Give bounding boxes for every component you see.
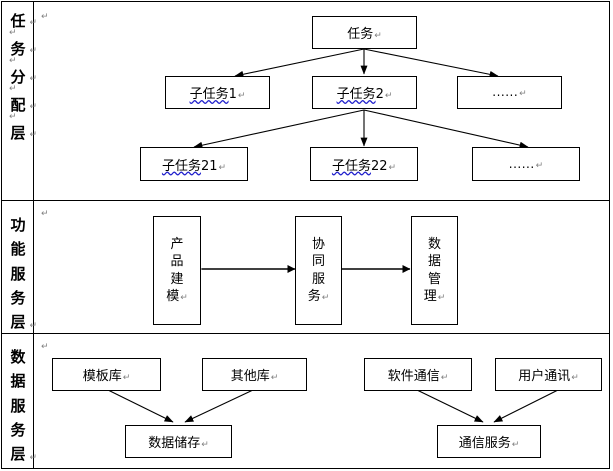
layer-char: 任↵ — [10, 12, 37, 30]
layer-label-task-allocation: 任↵ ↵ 务↵ ↵ 分↵ ↵ 配↵ ↵ 层↵ — [3, 12, 37, 142]
layer-label-data-service: 数 据 服 务 层↵ — [3, 345, 37, 466]
pilcrow-mark: ↵ — [29, 320, 37, 331]
cell-pilcrow-layer2: ↵ — [41, 209, 49, 219]
node-user-communication[interactable]: 用户通讯↵ — [495, 358, 602, 391]
layer-label-spacer: ↵ — [3, 29, 33, 42]
layer-label-spacer: ↵ — [3, 113, 33, 126]
layer-char: 层↵ — [3, 310, 37, 334]
pilcrow-mark: ↵ — [270, 373, 279, 383]
pilcrow-mark: ↵ — [9, 112, 17, 122]
node-task-root[interactable]: 任务↵ — [312, 16, 417, 49]
node-label: 子任务21↵ — [161, 158, 227, 174]
layer-label-spacer: ↵ — [3, 57, 33, 70]
pilcrow-mark: ↵ — [437, 292, 446, 303]
node-label-char: 建 — [170, 271, 184, 287]
node-subtask-21-more[interactable]: ......↵ — [472, 147, 580, 181]
pilcrow-mark: ↵ — [374, 31, 382, 41]
pilcrow-mark: ↵ — [384, 91, 393, 101]
node-label-char: 服 — [311, 271, 325, 287]
layer-char: 层↵ — [10, 124, 37, 142]
node-label-char: 协 — [311, 237, 325, 253]
node-label-char: 管 — [427, 271, 441, 287]
pilcrow-mark: ↵ — [237, 91, 246, 101]
layer-char: 配↵ — [10, 96, 37, 114]
layer-label-spacer: ↵ — [3, 85, 33, 98]
pilcrow-mark: ↵ — [388, 162, 397, 173]
pilcrow-mark: ↵ — [218, 162, 227, 173]
pilcrow-mark: ↵ — [201, 440, 209, 450]
node-communication-service[interactable]: 通信服务↵ — [437, 425, 541, 458]
node-subtask-1[interactable]: 子任务1↵ — [165, 76, 270, 109]
node-other-library[interactable]: 其他库↵ — [202, 358, 307, 391]
layer-label-function-service: 功 能 服 务 层↵ — [3, 213, 37, 334]
layer-char: 数 — [10, 348, 26, 366]
node-product-modeling[interactable]: 产 品 建 模↵ — [153, 216, 201, 325]
layer-char: 务↵ — [10, 40, 37, 58]
node-label: 用户通讯↵ — [518, 369, 579, 384]
pilcrow-mark: ↵ — [9, 28, 17, 38]
node-data-storage[interactable]: 数据储存↵ — [125, 425, 232, 458]
pilcrow-mark: ↵ — [29, 18, 37, 28]
node-label: 软件通信↵ — [387, 369, 449, 384]
row-divider-1 — [1, 200, 610, 201]
pilcrow-mark: ↵ — [535, 160, 544, 171]
pilcrow-mark: ↵ — [29, 46, 37, 56]
node-data-management[interactable]: 数 据 管 理↵ — [411, 216, 458, 325]
cell-pilcrow-layer1: ↵ — [41, 12, 49, 22]
node-label-char: 理↵ — [423, 288, 446, 304]
node-subtask-2[interactable]: 子任务2↵ — [312, 76, 417, 109]
layer-char: 务 — [10, 288, 26, 307]
node-label: ......↵ — [492, 85, 527, 99]
layer-char: 服 — [10, 264, 26, 283]
node-subtask-21[interactable]: 子任务21↵ — [140, 147, 248, 181]
pilcrow-mark: ↵ — [9, 84, 17, 94]
node-template-library[interactable]: 模板库↵ — [52, 358, 161, 391]
node-label: 模板库↵ — [82, 369, 131, 384]
cell-pilcrow-layer3: ↵ — [41, 342, 49, 352]
node-label: 子任务2↵ — [336, 87, 393, 102]
node-label: 子任务1↵ — [189, 87, 246, 102]
layer-char: 服 — [10, 396, 26, 415]
node-software-communication[interactable]: 软件通信↵ — [364, 358, 472, 391]
node-label: 子任务22↵ — [331, 158, 397, 174]
pilcrow-mark: ↵ — [440, 373, 449, 383]
pilcrow-mark: ↵ — [519, 89, 527, 99]
layer-char: 功 — [10, 216, 26, 234]
node-label: 其他库↵ — [230, 369, 279, 384]
layer-char: 务 — [10, 420, 26, 439]
node-label: 通信服务↵ — [458, 436, 520, 451]
node-label-char: 模↵ — [166, 288, 188, 304]
pilcrow-mark: ↵ — [29, 102, 37, 112]
pilcrow-mark: ↵ — [571, 373, 579, 383]
layer-char: 能 — [10, 240, 26, 259]
pilcrow-mark: ↵ — [511, 440, 520, 450]
node-subtask-22[interactable]: 子任务22↵ — [310, 147, 418, 181]
pilcrow-mark: ↵ — [29, 130, 37, 140]
row-divider-2 — [1, 333, 610, 334]
pilcrow-mark: ↵ — [122, 373, 131, 383]
layer-char: 层↵ — [3, 442, 37, 466]
column-divider — [33, 1, 34, 469]
node-subtask-more[interactable]: ......↵ — [457, 76, 562, 109]
node-label: ......↵ — [508, 156, 544, 171]
node-label-char: 产 — [170, 237, 184, 253]
node-collaborative-service[interactable]: 协 同 服 务↵ — [295, 216, 342, 325]
node-label-char: 品 — [170, 254, 184, 270]
pilcrow-mark: ↵ — [180, 292, 188, 303]
node-label-char: 据 — [427, 254, 441, 270]
pilcrow-mark: ↵ — [321, 292, 330, 303]
layer-char: 据 — [10, 372, 26, 391]
pilcrow-mark: ↵ — [29, 452, 37, 463]
node-label: 数据储存↵ — [148, 436, 209, 451]
node-label-char: 数 — [427, 237, 441, 253]
node-label: 任务↵ — [347, 27, 382, 42]
pilcrow-mark: ↵ — [29, 74, 37, 84]
node-label-char: 同 — [311, 254, 325, 270]
layer-char: 分↵ — [10, 68, 37, 86]
node-label-char: 务↵ — [307, 288, 330, 304]
pilcrow-mark: ↵ — [9, 56, 17, 66]
